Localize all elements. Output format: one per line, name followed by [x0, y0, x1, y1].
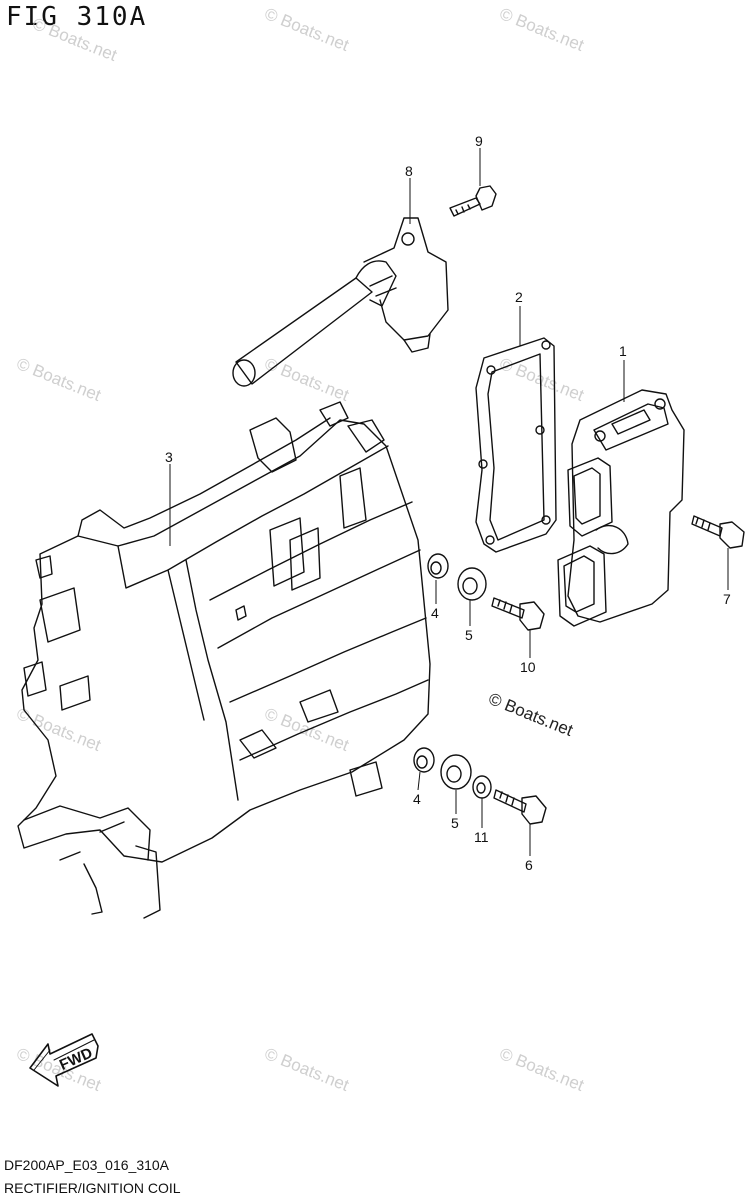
drawing-code: DF200AP_E03_016_310A — [4, 1157, 170, 1173]
callout-5-lower: 5 — [451, 815, 459, 831]
callout-4-upper: 4 — [431, 605, 439, 621]
washer-part-11 — [472, 775, 492, 799]
callout-10: 10 — [520, 659, 536, 675]
callout-4-lower: 4 — [413, 791, 421, 807]
callout-7: 7 — [723, 591, 731, 607]
fwd-arrow-icon: FWD — [29, 1033, 99, 1087]
grommet-part-5-lower — [440, 754, 472, 790]
gasket-part-2 — [475, 337, 557, 553]
callout-2: 2 — [515, 289, 523, 305]
callout-6: 6 — [525, 857, 533, 873]
grommet-part-4-upper — [427, 553, 449, 579]
bolt-part-9 — [449, 185, 497, 217]
callout-labels: 1 2 3 4 5 4 5 6 7 8 9 10 11 — [165, 133, 731, 873]
callout-5-upper: 5 — [465, 627, 473, 643]
bolt-part-10 — [491, 597, 545, 631]
bracket-part-3 — [17, 401, 431, 919]
bolt-part-6 — [493, 789, 547, 825]
leader-lines — [169, 148, 729, 856]
figure-title: FIG 310A — [6, 2, 148, 32]
drawing-name: RECTIFIER/IGNITION COIL — [4, 1180, 181, 1196]
grommet-part-4-lower — [413, 747, 435, 773]
ignition-coil-part-8 — [232, 217, 449, 387]
callout-11: 11 — [474, 829, 489, 845]
grommet-part-5-upper — [457, 567, 487, 601]
callout-1: 1 — [619, 343, 627, 359]
rectifier-part-1 — [557, 389, 685, 627]
callout-8: 8 — [405, 163, 413, 179]
bolt-part-7 — [691, 515, 745, 549]
callout-3: 3 — [165, 449, 173, 465]
callout-9: 9 — [475, 133, 483, 149]
